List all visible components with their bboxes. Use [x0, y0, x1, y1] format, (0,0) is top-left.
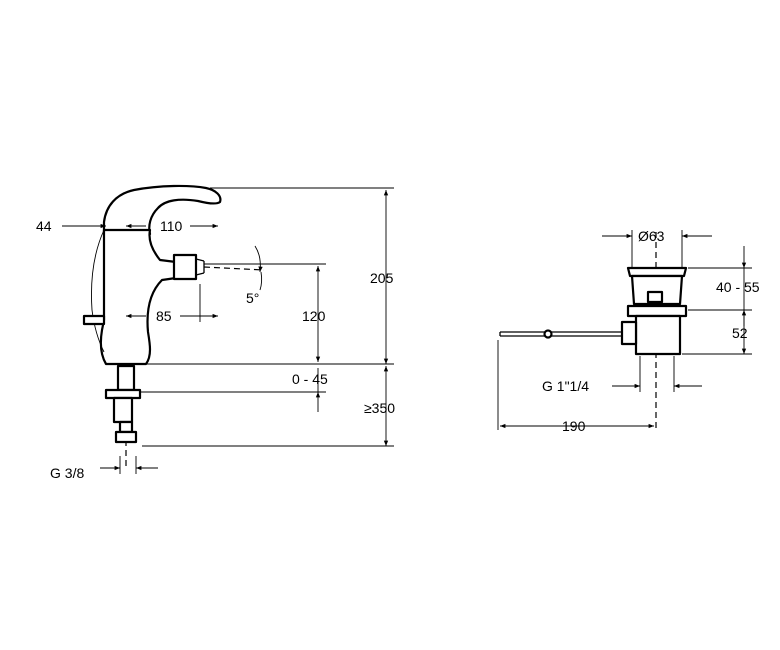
dim-44-label: 44	[36, 218, 52, 234]
dim-g38-label: G 3/8	[50, 465, 84, 481]
faucet-body	[99, 228, 178, 366]
dim-190-label: 190	[562, 418, 586, 434]
dim-85-label: 85	[156, 308, 172, 324]
dim-205-label: 205	[370, 270, 394, 286]
drain-flange	[626, 266, 688, 278]
dim-120-label: 120	[302, 308, 326, 324]
drain-lower-body	[634, 314, 682, 356]
dim-350-label: ≥350	[364, 400, 395, 416]
faucet-nozzle	[172, 253, 198, 281]
dim-0-45-label: 0 - 45	[292, 371, 328, 387]
dim-110-label: 110	[160, 218, 183, 234]
dim-52-label: 52	[732, 325, 748, 341]
faucet-shank	[116, 364, 136, 392]
dim-63-label: Ø63	[638, 228, 665, 244]
drain-upper-body	[630, 274, 684, 306]
drain-side-connector	[620, 320, 638, 346]
dim-g114-label: G 1"1/4	[542, 378, 589, 394]
drain-locknut	[626, 304, 688, 318]
drain-dimensions: Ø63 40 - 55 52 G 1"1/4 190	[497, 228, 760, 434]
faucet-lever	[102, 184, 222, 236]
faucet-nut	[104, 388, 142, 400]
popup-rod	[82, 314, 106, 326]
faucet-dimensions: 44 110 205 5° 85 120 0 - 45 ≥350	[36, 187, 395, 481]
dim-5deg-label: 5°	[246, 290, 259, 306]
drain-drawing	[499, 232, 688, 430]
faucet-drawing	[82, 184, 222, 470]
dim-40-55-label: 40 - 55	[716, 279, 760, 295]
